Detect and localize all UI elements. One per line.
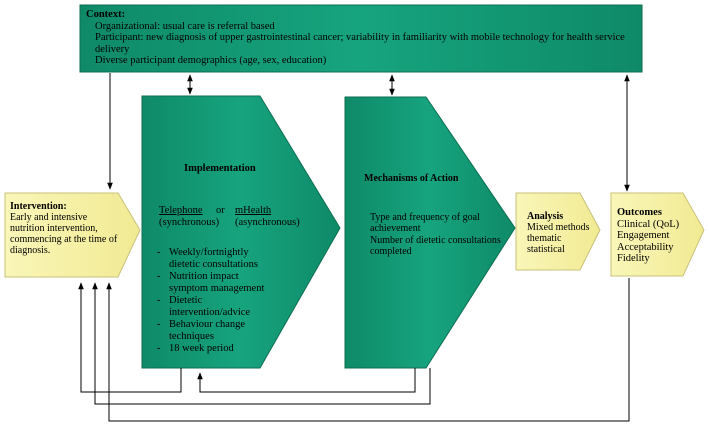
mechanisms-item: Type and frequency of goal achievement — [370, 212, 480, 234]
analysis-line: thematic — [527, 233, 562, 244]
intervention-body: Early and intensive nutrition interventi… — [10, 212, 118, 256]
feedback-mechanisms-to-implementation — [197, 368, 416, 393]
asynchronous-label: (asynchronous) — [235, 217, 300, 228]
synchronous-label: (synchronous) — [159, 217, 220, 228]
intervention-shape — [4, 192, 141, 278]
implementation-list: Weekly/fortnightly dietetic consultation… — [155, 247, 275, 356]
feedback-mechanisms-to-intervention — [92, 282, 431, 405]
implementation-item: Weekly/fortnightly dietetic consultation… — [155, 247, 275, 270]
implementation-item: Dietetic intervention/advice — [155, 295, 275, 318]
feedback-implementation-to-intervention — [78, 282, 182, 393]
analysis-title: Analysis — [527, 211, 564, 222]
outcomes-shape — [610, 192, 705, 277]
telephone-label: Telephone — [159, 205, 203, 216]
feedback-outcomes-to-intervention — [106, 278, 630, 422]
outcomes-line: Acceptability — [617, 241, 674, 253]
implementation-title: Implementation — [184, 163, 256, 174]
context-line-2: Participant: new diagnosis of upper gast… — [95, 32, 625, 55]
mechanisms-item: Number of dietetic consultations complet… — [370, 235, 501, 257]
outcomes-title: Outcomes — [617, 207, 662, 218]
context-line-1: Organizational: usual care is referral b… — [95, 20, 275, 32]
context-box — [79, 4, 643, 73]
implementation-item: 18 week period — [155, 343, 275, 355]
intervention-title: Intervention: — [10, 201, 67, 212]
outcomes-line: Engagement — [617, 230, 670, 241]
analysis-line: statistical — [527, 244, 565, 255]
analysis-line: Mixed methods — [527, 222, 590, 233]
implementation-modes: Telephone or mHealth (synchronous) (asyn… — [159, 205, 329, 229]
analysis-text: Analysis Mixed methods thematic statisti… — [527, 211, 597, 255]
mhealth-label: mHealth — [235, 205, 272, 216]
context-title: Context: — [86, 9, 126, 20]
mechanisms-list: Type and frequency of goal achievement N… — [366, 212, 504, 257]
analysis-shape — [515, 192, 601, 271]
outcomes-text: Outcomes Clinical (QoL) Engagement Accep… — [617, 207, 697, 265]
or-label: or — [216, 205, 225, 216]
intervention-text: Intervention: Early and intensive nutrit… — [10, 201, 120, 256]
implementation-item: Behaviour change techniques — [155, 319, 275, 342]
context-line-3: Diverse participant demographics (age, s… — [95, 55, 327, 66]
outcomes-line: Fidelity — [617, 253, 650, 264]
implementation-item: Nutrition impact symptom management — [155, 271, 275, 294]
context-text: Context: Organizational: usual care is r… — [86, 9, 638, 67]
outcomes-line: Clinical (QoL) — [617, 218, 680, 230]
mechanisms-shape — [344, 96, 516, 369]
mechanisms-title: Mechanisms of Action — [364, 173, 459, 184]
